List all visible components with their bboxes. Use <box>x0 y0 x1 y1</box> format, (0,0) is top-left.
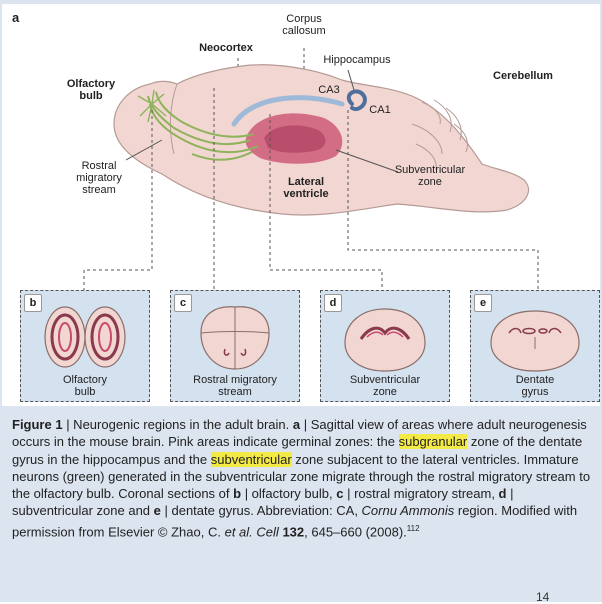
lateral-ventricle-inner <box>264 125 326 153</box>
panel-e: e Dentate gyrus <box>470 290 600 402</box>
olfactory-bulb-section <box>44 306 126 368</box>
label-olfactory-bulb: Olfactory bulb <box>66 78 116 102</box>
panel-d-letter: d <box>324 294 342 312</box>
hippocampus-ca3-ca1 <box>346 89 367 111</box>
panel-c-letter: c <box>174 294 192 312</box>
label-cerebellum: Cerebellum <box>493 70 553 82</box>
dentate-gyrus-section <box>490 310 580 372</box>
corpus-callosum-arc <box>231 95 345 127</box>
panel-e-caption: Dentate gyrus <box>515 374 555 398</box>
highlight-subgranular: subgranular <box>398 434 468 450</box>
rostral-migratory-stream-section <box>200 306 270 370</box>
panel-b-caption: Olfactory bulb <box>62 374 107 398</box>
highlight-subventricular: subventricular <box>210 451 292 467</box>
panel-c-caption: Rostral migratory stream <box>193 374 277 398</box>
label-neocortex: Neocortex <box>199 42 253 54</box>
sagittal-brain-illustration <box>83 48 539 290</box>
pointer-hippocampus <box>347 69 355 91</box>
label-rostral-migratory-stream: Rostral migratory stream <box>76 160 122 196</box>
panel-d-caption: Subventricular zone <box>349 374 421 398</box>
label-hippocampus: Hippocampus <box>323 54 391 66</box>
panel-c: c Rostral migratory stream <box>170 290 300 402</box>
subventricular-zone-section <box>344 308 426 372</box>
label-ca1: CA1 <box>369 104 391 116</box>
panel-e-letter: e <box>474 294 492 312</box>
pointer-svz <box>335 149 399 173</box>
caption-figure-label: Figure 1 <box>12 417 63 432</box>
label-corpus-callosum: Corpus callosum <box>282 13 326 37</box>
label-subventricular-zone: Subventricular zone <box>394 164 466 188</box>
panel-b: b Olfactory bulb <box>20 290 150 402</box>
figure: a <box>2 4 600 406</box>
olfactory-migration-arrows <box>137 89 167 123</box>
olfactory-bulb-boundary <box>169 83 178 155</box>
label-lateral-ventricle: Lateral ventricle <box>283 176 329 200</box>
label-ca3: CA3 <box>318 84 340 96</box>
page-number: 14 <box>536 590 550 604</box>
pointer-rms <box>125 139 163 161</box>
cerebellum-folds <box>411 99 468 171</box>
panel-d: d Subventricular zone <box>320 290 450 402</box>
panel-a-letter: a <box>12 10 20 25</box>
panel-leader-lines <box>83 88 539 290</box>
figure-caption: Figure 1 | Neurogenic regions in the adu… <box>12 417 591 540</box>
panel-b-letter: b <box>24 294 42 312</box>
